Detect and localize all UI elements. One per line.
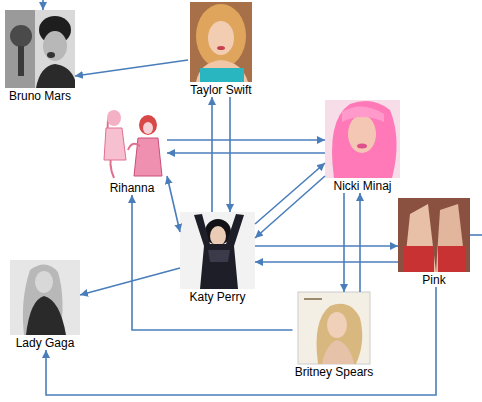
portrait-frame: [298, 292, 370, 364]
portrait-body: [36, 64, 75, 88]
portrait-frame: [190, 2, 252, 82]
portrait-ground: [325, 100, 400, 178]
portrait-hair: [332, 101, 397, 178]
influence-arrow: [167, 176, 180, 232]
katy-portrait: [180, 212, 255, 289]
portrait-body: [26, 296, 66, 335]
portrait-sock: [404, 246, 434, 272]
influence-arrow: [343, 193, 345, 292]
portrait-ground: [5, 10, 75, 88]
portrait-face: [208, 21, 234, 55]
portrait-ground: [190, 2, 252, 82]
influence-arrow: [255, 245, 398, 247]
cover-ornament: [304, 298, 322, 300]
offpage-line: [470, 234, 482, 236]
portrait-frame: [10, 260, 80, 335]
sketch-figure: [107, 110, 121, 126]
artist-node: Nicki Minaj: [325, 100, 400, 193]
influence-arrow: [132, 195, 293, 330]
artist-node: Pink: [398, 198, 470, 287]
portrait-hair: [317, 304, 363, 364]
portrait-top: [200, 68, 244, 82]
influence-arrow: [75, 60, 188, 76]
influence-arrow: [359, 193, 361, 292]
portrait-face: [210, 226, 226, 246]
nicki-portrait: [325, 100, 400, 178]
portrait-ground: [10, 260, 80, 335]
portrait-outfit: [194, 214, 244, 289]
portrait-ground: [180, 212, 255, 289]
artist-node: Taylor Swift: [188, 2, 254, 97]
portrait-sock: [438, 246, 466, 272]
portrait-ground: [398, 198, 470, 272]
portrait-frame: [325, 100, 400, 178]
gaga-portrait: [10, 260, 80, 335]
artist-name: Taylor Swift: [188, 83, 254, 97]
taylor-portrait: [190, 2, 252, 82]
portrait-lips: [357, 144, 367, 149]
influence-arrow: [229, 97, 231, 212]
portrait-face: [327, 312, 347, 338]
portrait-face: [348, 115, 376, 153]
bruno-portrait: [5, 10, 75, 88]
artist-node: Katy Perry: [180, 212, 255, 304]
microphone: [10, 25, 32, 47]
portrait-ground: [97, 105, 167, 180]
portrait-frame: [97, 105, 167, 180]
artist-name: Nicki Minaj: [325, 179, 400, 193]
portrait-shine: [208, 250, 230, 262]
artist-node: Britney Spears: [293, 292, 376, 379]
portrait-frame: [398, 198, 470, 272]
artist-name: Katy Perry: [180, 290, 255, 304]
portrait-lips: [217, 46, 225, 50]
influence-arrow: [255, 163, 325, 224]
sketch-hair: [139, 115, 157, 135]
portrait-shoulders: [196, 60, 248, 82]
influence-arrow: [211, 97, 213, 212]
artist-name: Britney Spears: [293, 365, 376, 379]
portrait-shade: [5, 10, 35, 88]
sketch-figure: [104, 128, 126, 160]
pink-portrait: [398, 198, 470, 272]
sketch-line: [128, 144, 140, 150]
portrait-face: [35, 271, 53, 293]
portrait-hair: [196, 4, 246, 68]
influence-arrow: [80, 268, 180, 295]
influence-arrow: [255, 176, 325, 238]
portrait-leg: [404, 204, 436, 272]
influence-arrow: [46, 287, 436, 395]
artist-name: Lady Gaga: [10, 336, 80, 350]
sketch-face: [143, 122, 153, 134]
britney-portrait: [298, 292, 370, 364]
portrait-ground: [298, 292, 370, 364]
portrait-leg: [436, 204, 466, 272]
portrait-bangs: [342, 106, 384, 122]
microphone-stand: [18, 46, 24, 76]
influence-arrow: [167, 152, 325, 154]
offpage-arrow: [42, 0, 44, 10]
rihanna-portrait: [97, 105, 167, 180]
artist-node: Lady Gaga: [10, 260, 80, 350]
portrait-mouth: [47, 52, 55, 58]
artist-name: Pink: [398, 273, 470, 287]
artist-name: Rihanna: [97, 181, 167, 195]
portrait-shoulders: [322, 340, 354, 364]
artist-name: Bruno Mars: [5, 89, 75, 103]
influence-arrow: [255, 261, 398, 263]
artist-node: Bruno Mars: [5, 10, 75, 103]
portrait-frame: [180, 212, 255, 289]
artist-node: Rihanna: [97, 105, 167, 195]
influence-arrow: [167, 139, 325, 141]
portrait-frame: [5, 10, 75, 88]
portrait-face: [43, 31, 67, 61]
